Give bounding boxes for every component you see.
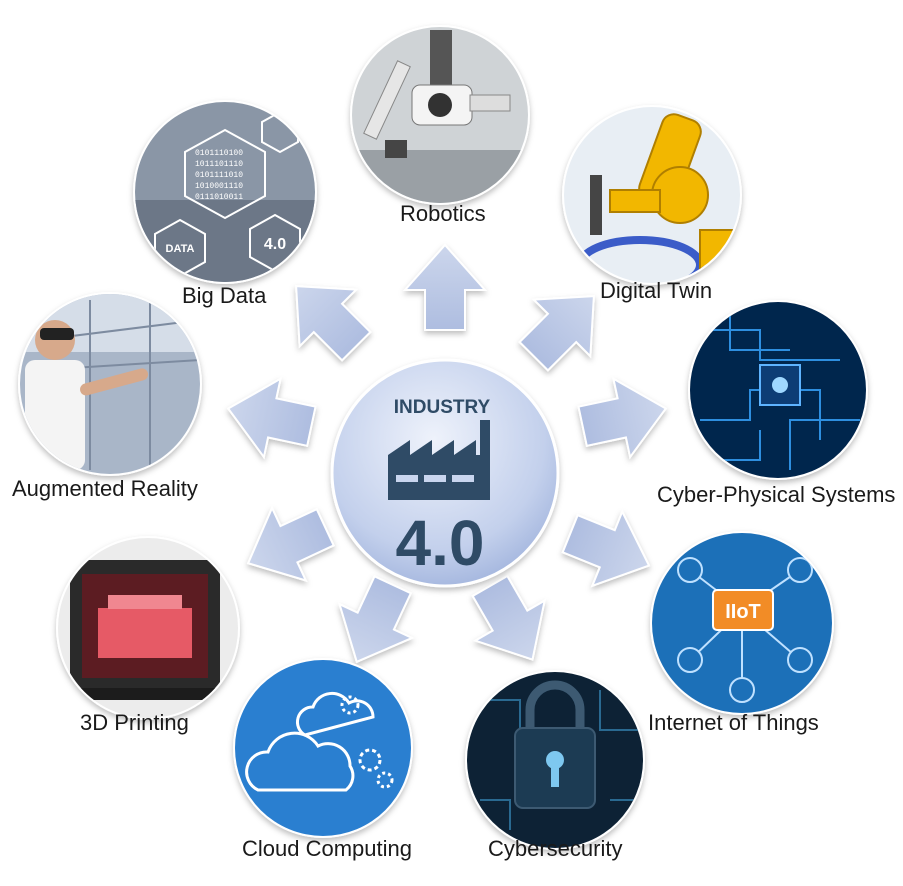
arrow-bigdata	[295, 285, 372, 362]
arrow-cloud	[337, 575, 415, 664]
node-cyber-physical	[688, 300, 868, 480]
bigdata-data-badge: DATA	[166, 243, 195, 255]
label-printing: 3D Printing	[80, 710, 189, 735]
robot-arm-icon	[363, 30, 511, 158]
cloud-gears-icon	[245, 691, 394, 792]
svg-text:1011101110: 1011101110	[195, 160, 243, 169]
svg-text:0111010011: 0111010011	[195, 193, 243, 202]
node-robotics	[350, 25, 530, 205]
iiot-badge: IIoT	[725, 601, 761, 623]
arrow-printing	[246, 505, 335, 583]
arrow-cybersecurity	[471, 574, 547, 661]
svg-text:0101111010: 0101111010	[195, 171, 243, 180]
node-printing	[56, 536, 240, 720]
arrows	[226, 243, 668, 664]
arrow-digital-twin	[518, 295, 595, 372]
center-version: 4.0	[396, 507, 485, 579]
node-digital-twin	[562, 105, 742, 285]
bigdata-version-badge: 4.0	[264, 236, 286, 253]
factory-icon	[388, 420, 490, 500]
node-cloud	[233, 658, 413, 838]
padlock-icon	[514, 680, 596, 809]
label-digital-twin: Digital Twin	[600, 278, 713, 303]
arrow-robotics	[402, 243, 488, 331]
svg-text:0101110100: 0101110100	[195, 149, 243, 158]
label-ar: Augmented Reality	[12, 476, 198, 501]
center-hub: INDUSTRY 4.0	[330, 358, 560, 588]
arrow-cyber-physical	[577, 376, 668, 460]
node-bigdata: 0101110100 1011101110 0101111010 1010001…	[133, 100, 317, 284]
label-robotics: Robotics	[400, 201, 486, 226]
label-iot: Internet of Things	[648, 710, 819, 735]
center-title: INDUSTRY	[394, 397, 491, 418]
node-ar	[18, 292, 202, 476]
node-iot: IIoT	[650, 531, 834, 715]
label-cybersecurity: Cybersecurity	[488, 836, 623, 861]
label-bigdata: Big Data	[182, 283, 267, 308]
node-cybersecurity	[465, 670, 645, 850]
label-cyber-physical: Cyber-Physical Systems	[657, 482, 896, 507]
label-cloud: Cloud Computing	[242, 836, 412, 861]
svg-text:1010001110: 1010001110	[195, 182, 243, 191]
3d-printer-icon	[70, 560, 220, 700]
arrow-iot	[561, 509, 651, 588]
arrow-ar	[226, 376, 317, 460]
ar-headset-icon	[25, 320, 149, 470]
